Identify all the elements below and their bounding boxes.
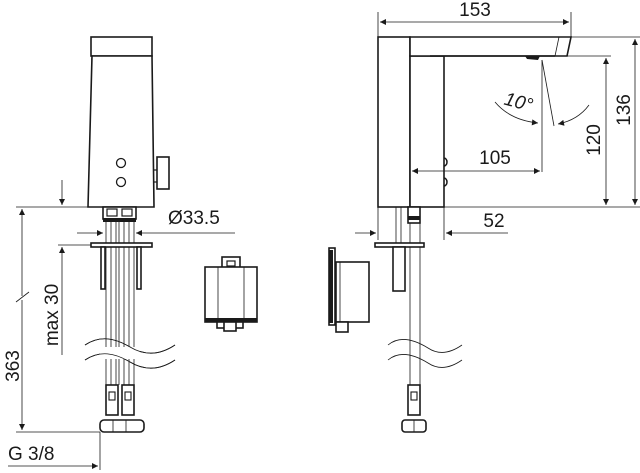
control-box-side [328, 247, 370, 333]
control-box-front [204, 256, 258, 332]
mounting-plate [90, 242, 153, 248]
faucet-top-cap [90, 36, 153, 57]
dim-120: 120 [584, 124, 605, 156]
side-dimensions: 153 136 120 10° 105 52 [355, 0, 640, 240]
nut-g38 [99, 419, 145, 433]
front-dimensions: 363 max 30 Ø33.5 G 3/8 [3, 180, 235, 470]
side-view [374, 36, 572, 433]
front-view [84, 36, 176, 433]
dim-136: 136 [614, 94, 635, 126]
dim-52: 52 [483, 211, 504, 232]
dim-diameter: Ø33.5 [168, 208, 220, 229]
faucet-column [377, 36, 411, 208]
sensor-hole-icon [115, 176, 127, 188]
faucet-body [87, 55, 155, 208]
side-lever [156, 156, 170, 190]
dim-max-30: max 30 [42, 284, 63, 346]
sensor-hole-icon [115, 157, 127, 169]
dim-153: 153 [459, 0, 491, 21]
dim-105: 105 [479, 148, 511, 169]
dim-thread: G 3/8 [8, 444, 54, 465]
dim-363: 363 [3, 350, 24, 382]
spout [409, 36, 572, 57]
